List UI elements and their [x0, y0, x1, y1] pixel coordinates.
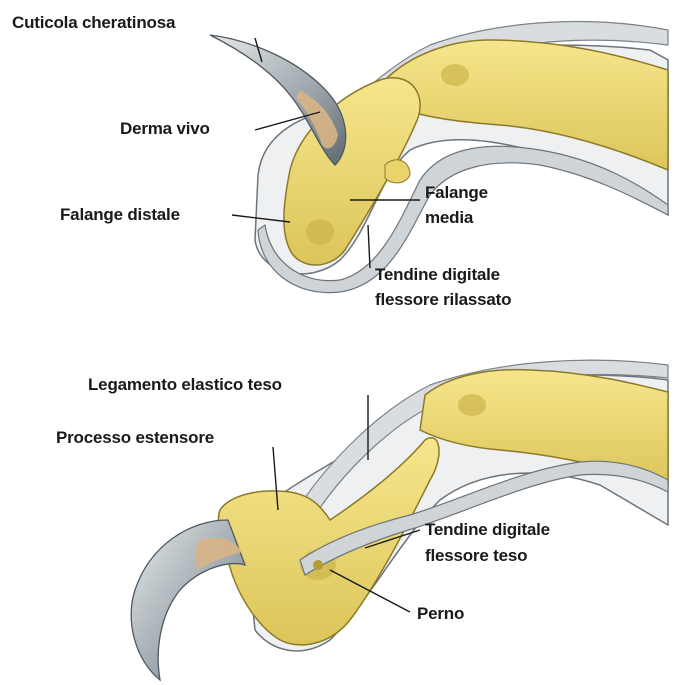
top-claw-retracted — [210, 22, 668, 293]
label-falange-distale: Falange distale — [60, 205, 180, 225]
label-processo-estensore: Processo estensore — [56, 428, 214, 448]
label-tendine-teso-line1: Tendine digitale — [425, 520, 550, 540]
label-tendine-rilassato-line1: Tendine digitale — [375, 265, 500, 285]
label-falange-media-line1: Falange — [425, 183, 488, 203]
label-legamento-elastico-teso: Legamento elastico teso — [88, 375, 282, 395]
label-tendine-rilassato-line2: flessore rilassato — [375, 290, 511, 310]
label-perno: Perno — [417, 604, 464, 624]
bottom-claw-extended — [131, 360, 668, 680]
label-derma-vivo: Derma vivo — [120, 119, 210, 139]
label-cuticola-cheratinosa: Cuticola cheratinosa — [12, 13, 175, 33]
bottom-pivot — [313, 560, 323, 570]
label-tendine-teso-line2: flessore teso — [425, 546, 527, 566]
label-falange-media-line2: media — [425, 208, 473, 228]
leader-tendine-rilassato — [368, 225, 370, 268]
